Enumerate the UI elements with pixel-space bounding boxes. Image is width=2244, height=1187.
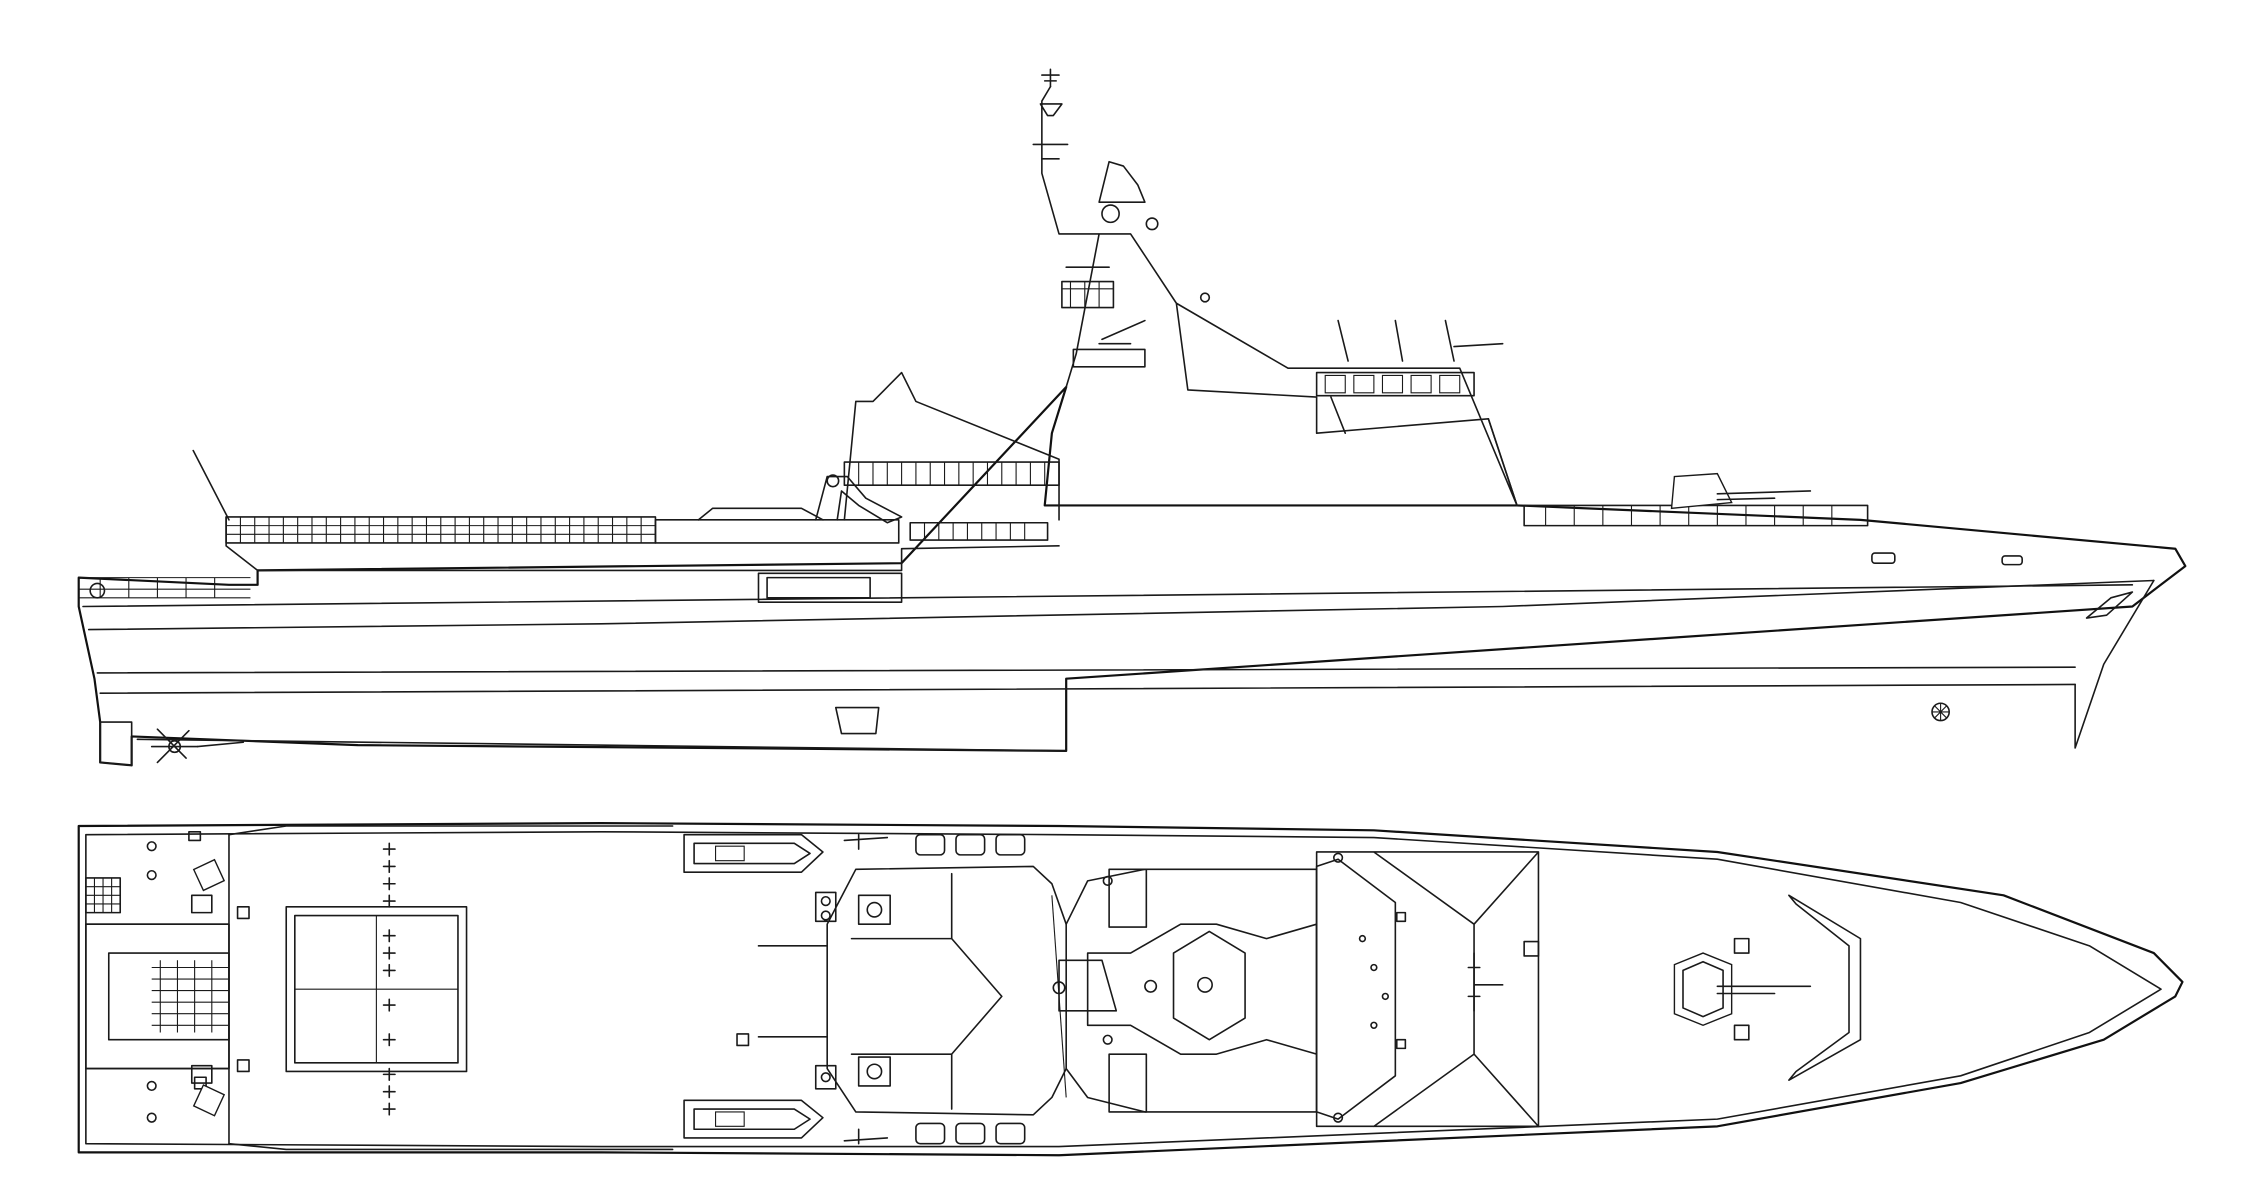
side-elevation-view: [79, 69, 2186, 765]
porthole-1: [1872, 553, 1895, 563]
hangar-vent-stbd: [859, 1057, 890, 1086]
mast-mounts: [1103, 869, 1146, 1112]
stern-railing: [79, 578, 251, 598]
hangar-vent-port: [859, 895, 890, 924]
sensor-ball-icon-2: [1201, 293, 1210, 302]
radar-ball-top-icon: [1198, 978, 1212, 992]
rudder-shaft: [197, 742, 243, 746]
life-raft-racks: [916, 835, 1025, 1144]
stern-skeg: [100, 722, 131, 765]
bridge-gun-mount: [1099, 321, 1145, 344]
bridge-roof-deck: [1073, 349, 1145, 366]
tower-yardarm: [1033, 144, 1067, 158]
hull-band-mid: [97, 667, 2075, 673]
deck-gun-stbd: [844, 1129, 887, 1143]
bridge-roof-plan: [1317, 852, 1539, 1126]
boat-deck-rail: [655, 520, 898, 543]
hull-band-upper: [83, 585, 2132, 607]
hangar-deck-fitting-port: [737, 1034, 748, 1046]
flight-deck-light-stbd: [238, 1060, 249, 1072]
bridge-masts: [1338, 321, 1503, 361]
container-rack-aft: [226, 517, 655, 543]
flight-deck-light-port: [238, 907, 249, 919]
rhib-starboard: [684, 1100, 823, 1138]
deck-outline: [79, 823, 2183, 1155]
hangar-rail: [844, 462, 1059, 485]
flight-deck-tiedowns: [384, 843, 395, 1114]
mast-sensor-icon: [1145, 981, 1156, 993]
side-hatch-inner: [767, 578, 870, 598]
mast-sensor-icon-2: [1053, 982, 1064, 994]
hangar-roof: [827, 866, 1066, 1114]
lower-deck-rail-posts: [925, 523, 1025, 540]
stern-ramp: [86, 924, 229, 1068]
stern-winch-icon-port: [194, 860, 224, 891]
mid-superstructure: [844, 373, 1059, 520]
porthole-2: [2002, 556, 2022, 565]
hull-band-lower: [100, 684, 2075, 693]
tower-platform: [1062, 282, 1114, 308]
hull-outline: [79, 387, 2186, 765]
flight-deck-centerline: [295, 916, 458, 1063]
crane-pivot-icon: [827, 475, 838, 487]
bow-stem: [2075, 581, 2154, 749]
bridge-hatch: [1524, 942, 1538, 956]
stern-ramp-inner: [109, 953, 229, 1040]
hangar-rail-posts: [859, 462, 1045, 485]
hangar-side-booms: [758, 946, 827, 1037]
stern-winch-icon: [90, 583, 104, 597]
hull-band-main: [89, 581, 2154, 630]
hangar-davit-port: [816, 892, 836, 921]
bridge-window-block: [1317, 373, 1474, 396]
bow-thruster-icon: [1932, 703, 1949, 720]
keel-line: [137, 739, 1066, 751]
tower-platform-rail: [1062, 282, 1114, 308]
top-plan-view: [79, 823, 2183, 1155]
side-hatch-outer: [758, 573, 901, 602]
deck-gun-port: [844, 835, 887, 849]
hangar-davit-stbd: [816, 1066, 836, 1089]
stern-hatch-stbd: [192, 1066, 212, 1083]
foredeck-gun-plan: [1674, 939, 1810, 1040]
foredeck-rail-posts: [1546, 505, 1832, 525]
mast-platform: [1066, 869, 1316, 1112]
hangar-vent-port-fan: [867, 903, 881, 917]
sensor-ball-icon: [1146, 218, 1157, 230]
mast-top-antenna-icon: [1040, 69, 1061, 115]
propeller-icon: [152, 729, 198, 762]
mast-diamond-inner: [1174, 931, 1246, 1039]
stern-ramp-rollers: [152, 960, 229, 1032]
bridge-roof-fittings: [1334, 853, 1406, 1122]
lower-deck-rail: [910, 523, 1047, 540]
bridge-lower-wall: [1331, 397, 1517, 505]
sonar-housing: [836, 708, 879, 734]
rigid-inflatable-boat: [698, 508, 823, 520]
flight-deck-square-outer: [286, 907, 466, 1072]
flight-deck-edge: [229, 826, 673, 1149]
stern-container-grid: [86, 878, 120, 913]
bridge-gun-plan: [1468, 953, 1502, 1011]
hangar-roof-inner: [852, 874, 1002, 1109]
radar-dome-icon: [1099, 162, 1145, 223]
breakwater-plan: [1789, 895, 1861, 1080]
stern-mast: [193, 451, 229, 520]
deck-outline-inner: [86, 832, 2161, 1147]
main-gun-turret: [1672, 474, 1811, 509]
bridge-roof-hex: [1317, 859, 1396, 1119]
stern-hatch-port: [192, 895, 212, 912]
hangar-vent-stbd-fan: [867, 1064, 881, 1078]
anchor-pocket: [2087, 592, 2133, 618]
stern-winch-icon-stbd: [194, 1085, 224, 1116]
bridge-windows: [1325, 375, 1460, 392]
rhib-port: [684, 835, 823, 873]
